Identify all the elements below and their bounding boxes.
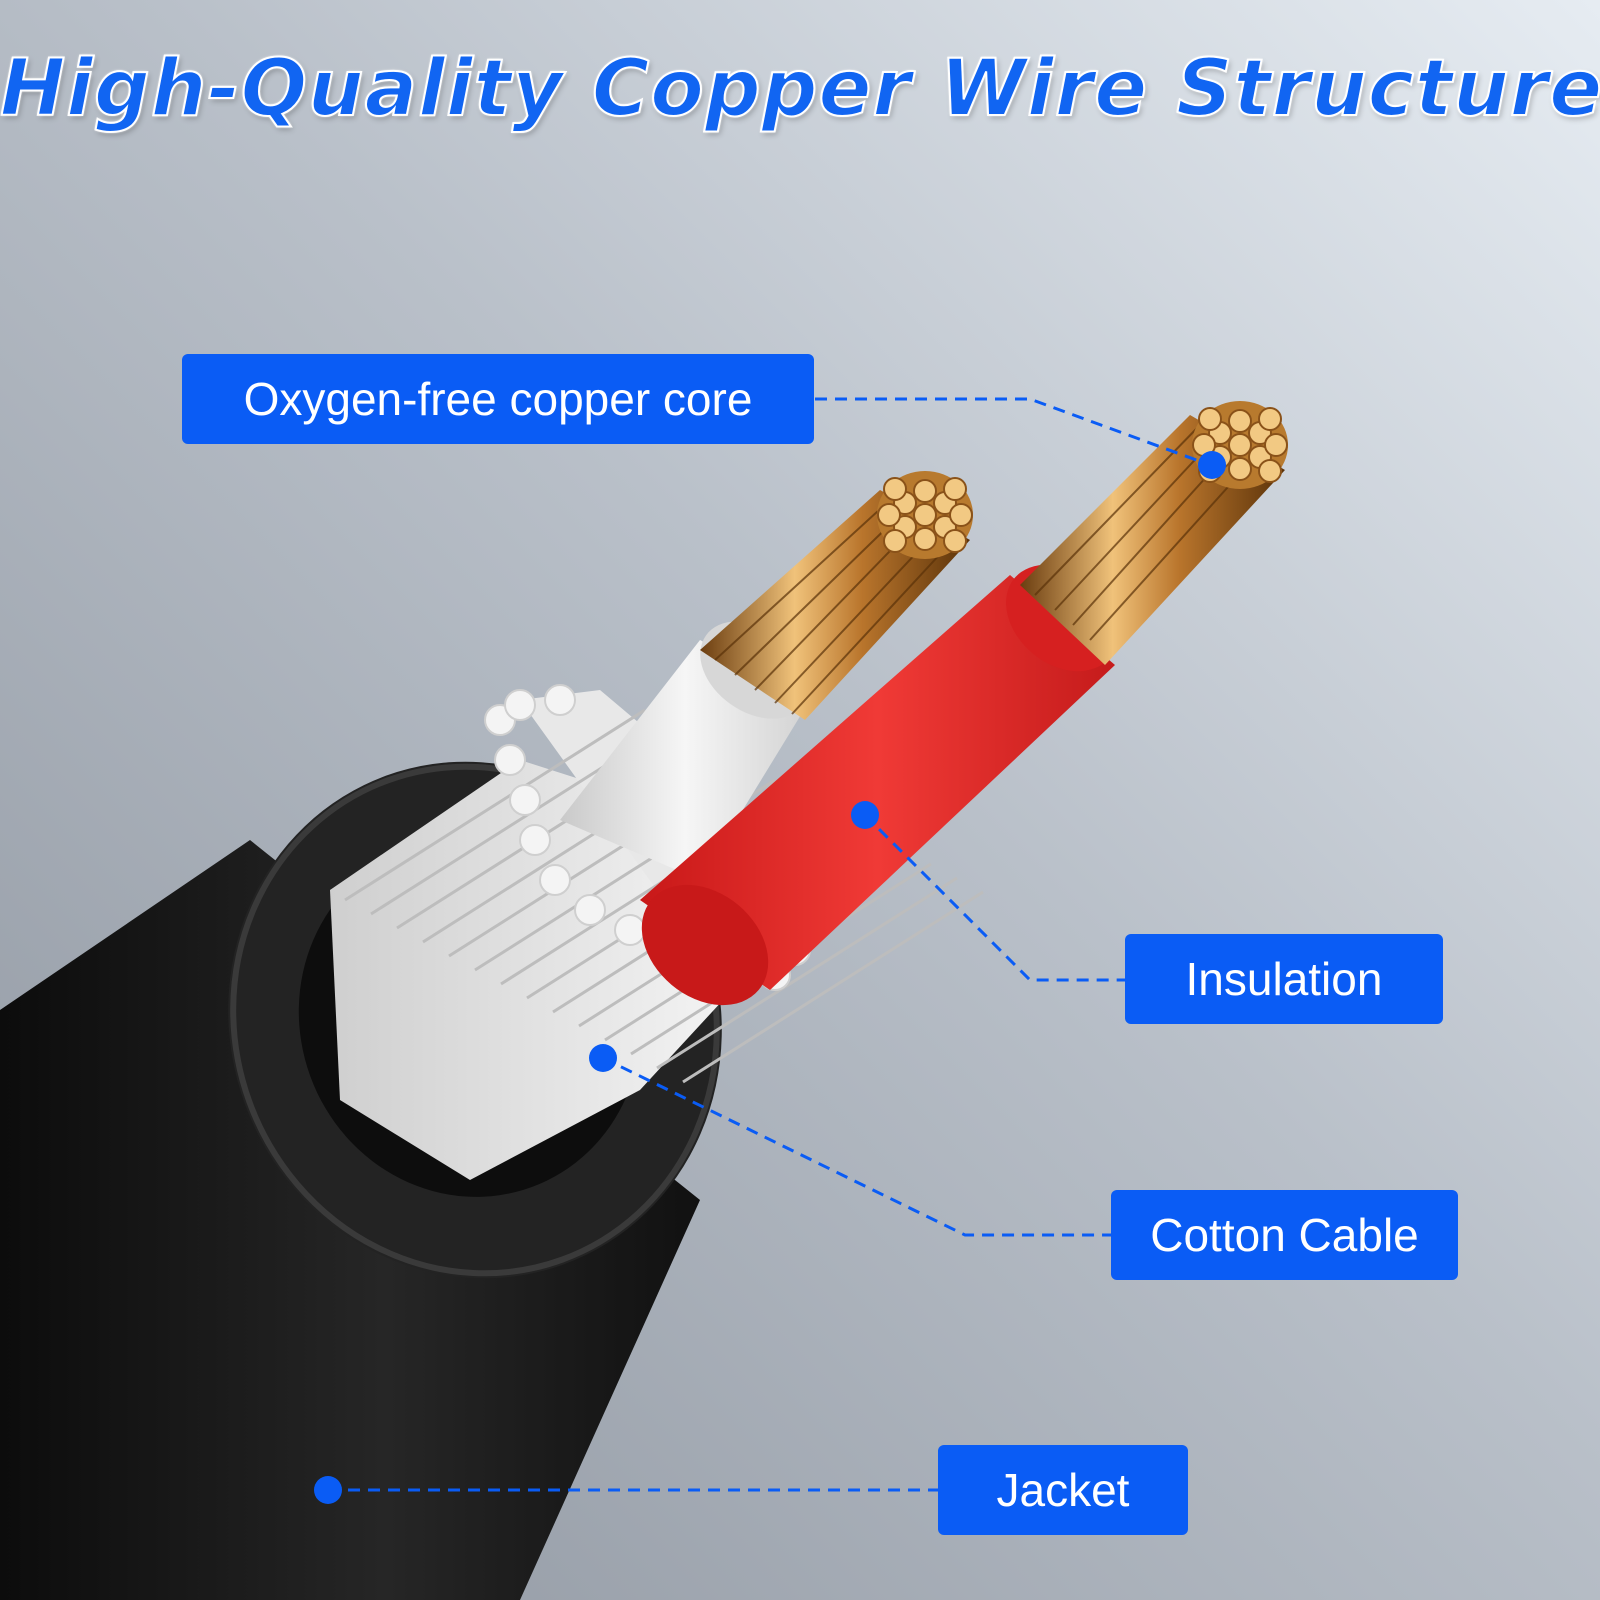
marker-dot-core <box>1198 451 1226 479</box>
leader-line-cotton <box>602 1056 1111 1237</box>
page-title: High-Quality Copper Wire Structure <box>0 43 1600 135</box>
marker-dot-cotton <box>589 1044 617 1072</box>
marker-dot-insulation <box>851 801 879 829</box>
leader-lines <box>328 397 1211 1492</box>
label-cotton-cable: Cotton Cable <box>1111 1190 1458 1280</box>
leader-line-core <box>815 397 1211 467</box>
copper-end-white <box>877 471 973 559</box>
label-copper-core: Oxygen-free copper core <box>182 354 814 444</box>
marker-dots <box>314 451 1226 1504</box>
marker-dot-jacket <box>314 1476 342 1504</box>
label-jacket: Jacket <box>938 1445 1188 1535</box>
label-insulation: Insulation <box>1125 934 1443 1024</box>
